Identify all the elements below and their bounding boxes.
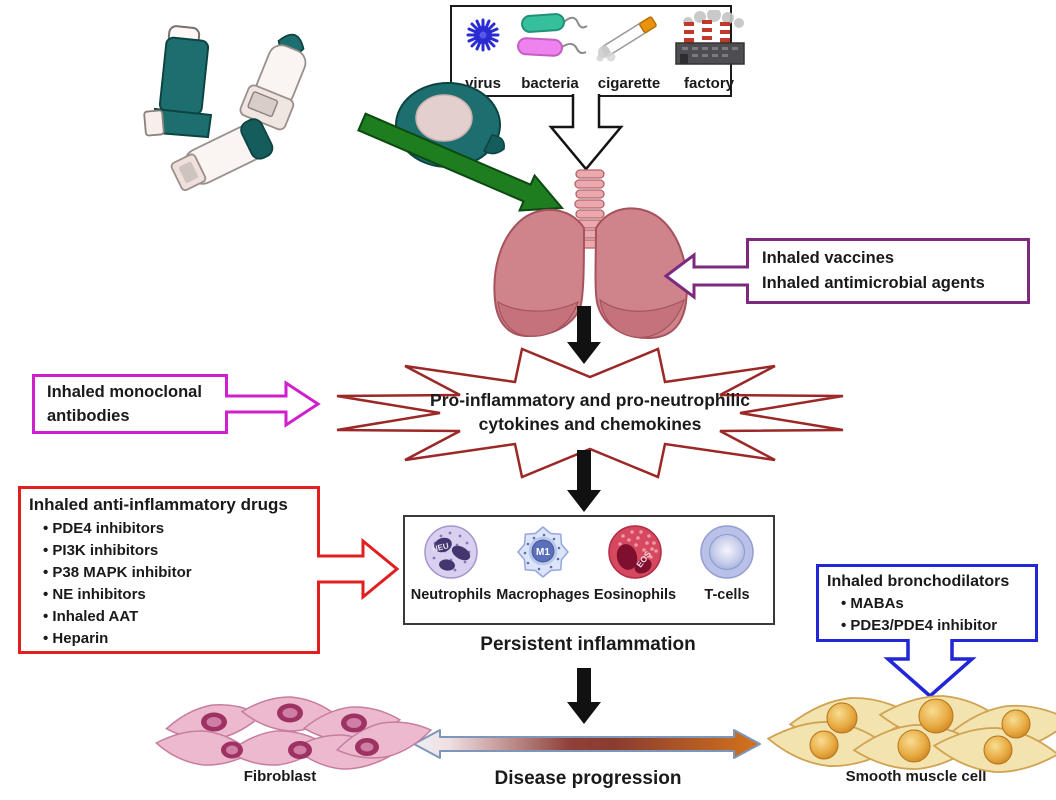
anti-inflammatory-box: Inhaled anti-inflammatory drugs PDE4 inh… (18, 486, 320, 654)
macrophage-tag: M1 (536, 547, 550, 558)
irritant-virus: virus (458, 10, 508, 93)
factory-icon (675, 10, 745, 65)
immune-cells-box: NEU Neutrophils M1 Macrophages (403, 515, 775, 625)
vaccines-box: Inhaled vaccines Inhaled antimicrobial a… (746, 238, 1030, 304)
black-arrow-to-progression (567, 668, 601, 724)
black-arrow-lungs-to-cytokines (567, 306, 601, 364)
irritants-box: virus bacteria cigarette (450, 5, 745, 97)
monoclonal-box: Inhaled monoclonal antibodies (32, 374, 228, 434)
lungs-illustration (493, 169, 688, 340)
starburst-line2: cytokines and chemokines (478, 414, 702, 434)
irritants-down-arrow (548, 94, 624, 171)
vaccines-line2: Inhaled antimicrobial agents (762, 274, 985, 292)
fibroblast-nuclei (201, 703, 379, 759)
fibroblast-illustration (153, 693, 436, 774)
lung-left (493, 209, 586, 338)
smooth-muscle-caption: Smooth muscle cell (845, 768, 987, 785)
capsule-inhaler-lying-icon (170, 118, 274, 192)
bronchodilators-title: Inhaled bronchodilators (827, 573, 1010, 590)
capsule-inhaler-icon (239, 33, 307, 131)
list-item: PDE3/PDE4 inhibitor (841, 615, 1031, 637)
persistent-inflammation-caption: Persistent inflammation (480, 634, 696, 655)
irritant-cigarette: cigarette (592, 10, 666, 93)
irritant-bacteria: bacteria (508, 10, 592, 93)
cell-label: Eosinophils (593, 587, 677, 603)
green-arrow (357, 112, 565, 212)
anti-inflammatory-list: PDE4 inhibitors PI3K inhibitors P38 MAPK… (29, 518, 313, 650)
monoclonal-line1: Inhaled monoclonal (47, 383, 202, 401)
red-arrow (317, 537, 400, 601)
black-arrow-cytokines-to-cells (567, 450, 601, 512)
cell-label: T-cells (704, 587, 750, 603)
macrophage-icon: M1 (517, 526, 569, 578)
bronchodilators-list: MABAs PDE3/PDE4 inhibitor (827, 593, 1031, 637)
blue-arrow (883, 639, 977, 699)
list-item: Inhaled AAT (43, 606, 313, 628)
bronchodilators-box: Inhaled bronchodilators MABAs PDE3/PDE4 … (816, 564, 1038, 642)
list-item: PI3K inhibitors (43, 540, 313, 562)
trachea (573, 169, 607, 249)
irritant-label: bacteria (521, 75, 579, 92)
list-item: MABAs (841, 593, 1031, 615)
irritant-label: cigarette (597, 75, 661, 92)
purple-arrow (663, 252, 749, 300)
eosinophil-cell: EOS Eosinophils (589, 524, 681, 603)
virus-icon (466, 18, 500, 52)
starburst-caption: Pro-inflammatory and pro-neutrophilic cy… (340, 388, 840, 436)
neutrophil-icon: NEU (424, 525, 478, 579)
irritant-label: virus (465, 75, 501, 92)
disease-progression-arrow (413, 729, 761, 759)
macrophage-cell: M1 Macrophages (496, 524, 590, 603)
cell-label: Neutrophils (410, 587, 492, 603)
disease-progression-caption: Disease progression (494, 768, 682, 789)
neutrophil-cell: NEU Neutrophils (405, 524, 497, 603)
list-item: PDE4 inhibitors (43, 518, 313, 540)
mdi-inhaler-icon (143, 25, 213, 139)
list-item: P38 MAPK inhibitor (43, 562, 313, 584)
anti-inflammatory-title: Inhaled anti-inflammatory drugs (29, 495, 288, 514)
vaccines-line1: Inhaled vaccines (762, 249, 895, 267)
neutrophil-tag: NEU (431, 541, 450, 554)
smooth-muscle-illustration (765, 691, 1056, 778)
cell-label: Macrophages (496, 587, 590, 603)
list-item: NE inhibitors (43, 584, 313, 606)
lung-right (594, 207, 688, 340)
fibroblast-caption: Fibroblast (243, 768, 317, 785)
smooth-muscle-nuclei (809, 698, 1031, 765)
tcell-icon (700, 525, 754, 579)
irritant-factory: factory (666, 10, 752, 93)
starburst-line1: Pro-inflammatory and pro-neutrophilic (430, 390, 750, 410)
magenta-arrow (225, 380, 321, 428)
cigarette-icon (596, 16, 657, 62)
irritant-label: factory (683, 75, 735, 92)
tcell-cell: T-cells (681, 524, 773, 603)
bacteria-icon (517, 13, 588, 57)
list-item: Heparin (43, 628, 313, 650)
monoclonal-line2: antibodies (47, 407, 130, 425)
eosinophil-icon: EOS (608, 525, 662, 579)
